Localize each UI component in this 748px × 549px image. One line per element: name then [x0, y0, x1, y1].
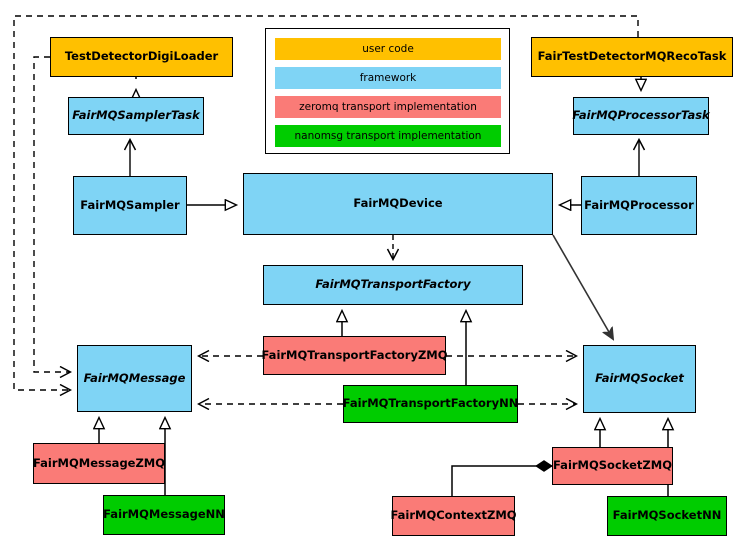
- class-node-fairmqsampler[interactable]: FairMQSampler: [73, 176, 187, 235]
- class-node-fairmqmessagenn[interactable]: FairMQMessageNN: [103, 495, 225, 535]
- class-node-fairmqprocessor[interactable]: FairMQProcessor: [581, 176, 697, 235]
- class-node-fairmqsocketzmq[interactable]: FairMQSocketZMQ: [552, 447, 673, 485]
- class-node-fairmqtransportfactorynn[interactable]: FairMQTransportFactoryNN: [343, 385, 518, 423]
- class-node-fairmqdevice[interactable]: FairMQDevice: [243, 173, 553, 235]
- legend-label-zeromq: zeromq transport implementation: [299, 101, 477, 113]
- legend-label-nanomsg: nanomsg transport implementation: [294, 130, 482, 142]
- class-node-fairtestdetectormqrecotask[interactable]: FairTestDetectorMQRecoTask: [531, 37, 733, 77]
- class-node-fairmqtransportfactory[interactable]: FairMQTransportFactory: [263, 265, 523, 305]
- class-node-fairmqtransportfactoryzmq[interactable]: FairMQTransportFactoryZMQ: [262, 336, 448, 375]
- edge-dependency-digiloader-message: [33, 56, 70, 372]
- class-node-fairmqmessagezmq[interactable]: FairMQMessageZMQ: [33, 443, 165, 484]
- legend-label-user-code: user code: [362, 43, 414, 55]
- class-node-fairmqmessage[interactable]: FairMQMessage: [77, 345, 192, 412]
- class-node-fairmqsocket[interactable]: FairMQSocket: [583, 345, 696, 413]
- class-node-fairmqsamplertask[interactable]: FairMQSamplerTask: [68, 97, 204, 135]
- edge-composition-socketzmq-contextzmq: [451, 460, 553, 496]
- legend: user code framework zeromq transport imp…: [265, 28, 510, 154]
- legend-item-nanomsg: nanomsg transport implementation: [275, 125, 501, 147]
- legend-item-framework: framework: [275, 67, 501, 89]
- class-node-fairmqprocessortask[interactable]: FairMQProcessorTask: [572, 97, 710, 135]
- edge-association-device-socket: [552, 234, 613, 339]
- legend-label-framework: framework: [359, 72, 417, 84]
- class-node-fairmqsocketnn[interactable]: FairMQSocketNN: [607, 496, 727, 536]
- class-node-fairmqcontextzmq[interactable]: FairMQContextZMQ: [390, 496, 517, 536]
- legend-item-user-code: user code: [275, 38, 501, 60]
- legend-item-zeromq: zeromq transport implementation: [275, 96, 501, 118]
- class-node-testdetectordigiloader[interactable]: TestDetectorDigiLoader: [50, 37, 233, 77]
